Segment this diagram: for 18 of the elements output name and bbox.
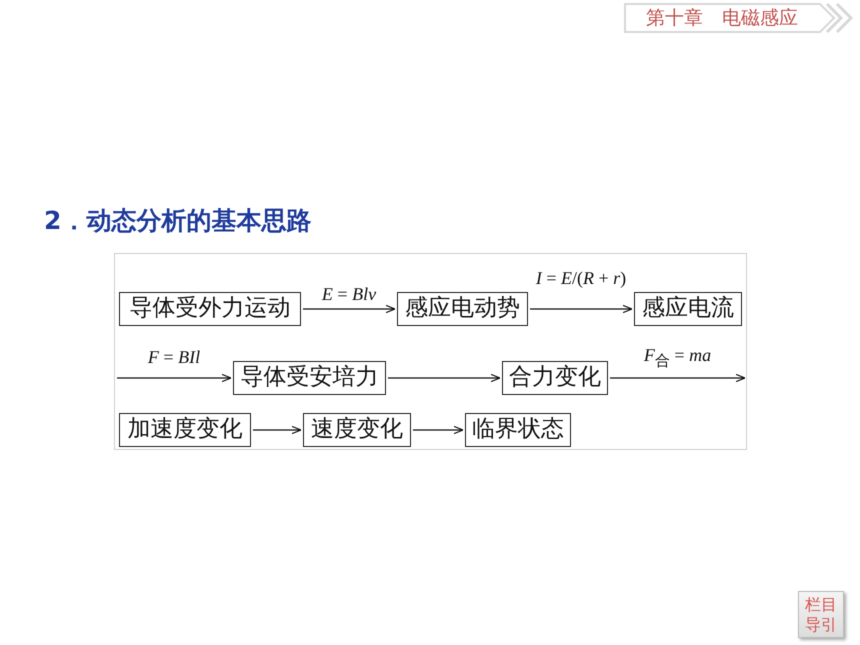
arrow bbox=[253, 426, 302, 434]
process-box: 导体受外力运动 bbox=[119, 292, 301, 326]
section-title: 2．动态分析的基本思路 bbox=[44, 205, 312, 237]
process-box: 感应电动势 bbox=[397, 292, 528, 326]
arrow bbox=[610, 374, 746, 382]
arrow bbox=[303, 304, 396, 314]
arrow bbox=[413, 426, 464, 434]
chapter-title: 第十章 电磁感应 bbox=[646, 6, 798, 31]
process-box: 加速度变化 bbox=[119, 413, 251, 447]
process-box: 合力变化 bbox=[502, 361, 608, 395]
arrow bbox=[388, 374, 501, 382]
process-box: 临界状态 bbox=[465, 413, 571, 447]
nav-button: 栏目导引 bbox=[798, 591, 844, 638]
process-box: 速度变化 bbox=[303, 413, 411, 447]
arrow bbox=[117, 374, 232, 382]
process-box: 感应电流 bbox=[634, 292, 742, 326]
process-box: 导体受安培力 bbox=[233, 361, 386, 395]
arrow bbox=[530, 304, 633, 314]
